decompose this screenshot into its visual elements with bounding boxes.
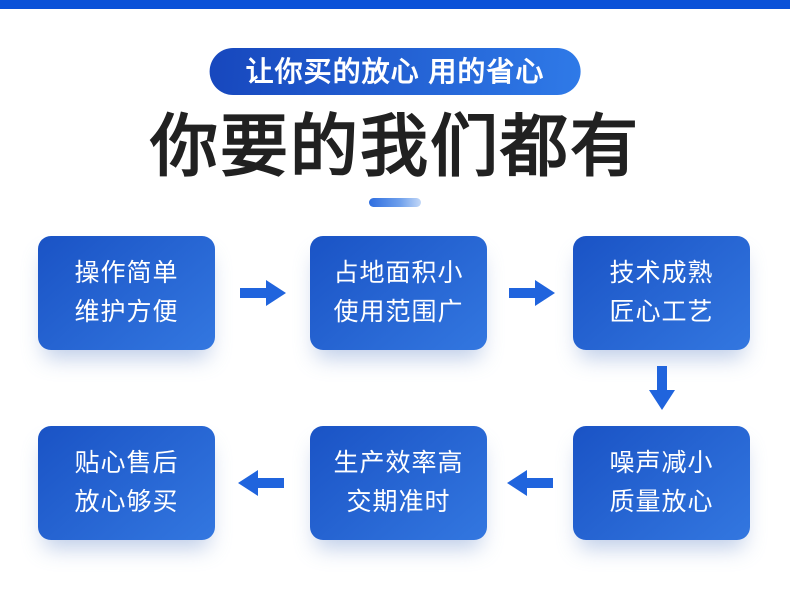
flow-box-line: 占地面积小 — [333, 259, 464, 288]
flow-box-line: 技术成熟 — [609, 259, 714, 288]
flow-box-line: 使用范围广 — [333, 298, 464, 326]
flow-box-technology: 技术成熟 匠心工艺 — [573, 236, 750, 350]
flow-box-operation: 操作简单 维护方便 — [38, 236, 215, 350]
flow-box-noise: 噪声减小 质量放心 — [573, 426, 750, 540]
top-accent-bar — [0, 0, 790, 9]
flow-box-aftersales: 贴心售后 放心够买 — [38, 426, 215, 540]
flow-box-line: 放心够买 — [74, 488, 179, 516]
flow-box-line: 匠心工艺 — [609, 298, 714, 326]
flow-box-line: 噪声减小 — [609, 449, 714, 478]
page-title: 你要的我们都有 — [149, 109, 640, 185]
title-underline — [369, 198, 421, 207]
arrow-right-icon — [509, 278, 555, 308]
arrow-left-icon — [238, 468, 284, 498]
flow-box-line: 贴心售后 — [74, 449, 179, 478]
arrow-right-icon — [240, 278, 286, 308]
flow-box-line: 操作简单 — [74, 259, 179, 288]
flow-box-line: 生产效率高 — [333, 449, 464, 478]
arrow-left-icon — [507, 468, 553, 498]
flow-box-efficiency: 生产效率高 交期准时 — [310, 426, 487, 540]
ribbon-badge: 让你买的放心 用的省心 — [209, 48, 581, 95]
flow-box-footprint: 占地面积小 使用范围广 — [310, 236, 487, 350]
arrow-down-icon — [647, 366, 677, 410]
flow-box-line: 维护方便 — [74, 298, 179, 326]
flow-box-line: 交期准时 — [346, 488, 451, 516]
flow-box-line: 质量放心 — [609, 488, 714, 516]
ribbon-text: 让你买的放心 用的省心 — [245, 56, 545, 87]
